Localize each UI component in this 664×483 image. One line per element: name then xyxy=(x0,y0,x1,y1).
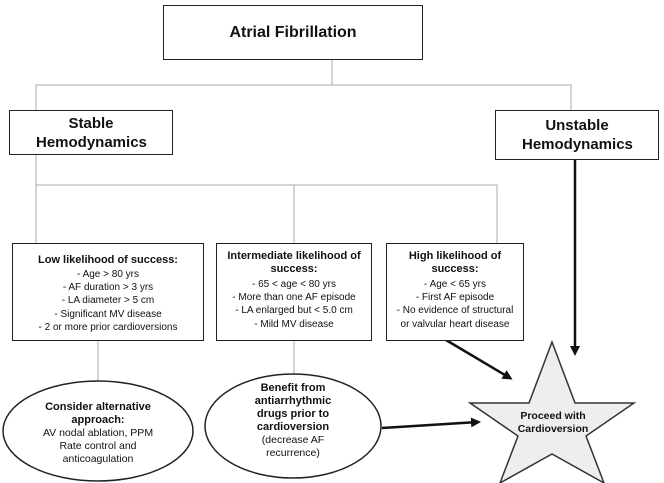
intermediate-criterion: LA enlarged but < 5.0 cm xyxy=(217,304,371,317)
unstable-title: Unstable Hemodynamics xyxy=(522,117,633,153)
high-likelihood-box: High likelihood of success: Age < 65 yrs… xyxy=(386,243,524,341)
high-criterion: No evidence of structural or valvular he… xyxy=(393,304,517,330)
root-title: Atrial Fibrillation xyxy=(229,23,357,41)
proceed-star xyxy=(467,339,637,483)
arrow-high-proceed xyxy=(445,338,513,380)
intermediate-criteria-list: 65 < age < 80 yrs More than one AF episo… xyxy=(217,278,371,331)
intermediate-likelihood-box: Intermediate likelihood of success: 65 <… xyxy=(216,243,372,341)
arrow-benefit-proceed xyxy=(381,417,481,430)
low-criterion: Significant MV disease xyxy=(13,308,203,321)
benefit-note: (decrease AF recurrence) xyxy=(261,434,325,459)
proceed-title: Proceed with Cardioversion xyxy=(517,410,589,435)
benefit-ellipse xyxy=(204,373,382,479)
low-criteria-list: Age > 80 yrs AF duration > 3 yrs LA diam… xyxy=(13,268,203,334)
high-criterion: Age < 65 yrs xyxy=(393,278,517,291)
connector-root-branch xyxy=(35,60,333,110)
stable-box: Stable Hemodynamics xyxy=(9,110,173,155)
high-criterion: First AF episode xyxy=(393,291,517,304)
high-criteria-list: Age < 65 yrs First AF episode No evidenc… xyxy=(387,278,523,331)
benefit-title: Benefit from antiarrhythmic drugs prior … xyxy=(254,382,332,433)
alternative-ellipse xyxy=(2,380,194,482)
root-box: Atrial Fibrillation xyxy=(163,5,423,60)
alternative-body: AV nodal ablation, PPM Rate control and … xyxy=(42,427,154,465)
high-title: High likelihood of success: xyxy=(408,250,502,275)
intermediate-criterion: Mild MV disease xyxy=(217,318,371,331)
connector-root-unstable xyxy=(332,84,572,110)
low-criterion: Age > 80 yrs xyxy=(13,268,203,281)
intermediate-criterion: More than one AF episode xyxy=(217,291,371,304)
connector-stable-branch xyxy=(35,155,498,243)
intermediate-title: Intermediate likelihood of success: xyxy=(227,250,361,275)
low-likelihood-box: Low likelihood of success: Age > 80 yrs … xyxy=(12,243,204,341)
stable-title: Stable Hemodynamics xyxy=(36,114,147,151)
low-title: Low likelihood of success: xyxy=(38,254,178,266)
low-criterion: 2 or more prior cardioversions xyxy=(13,321,203,334)
intermediate-criterion: 65 < age < 80 yrs xyxy=(217,278,371,291)
alternative-approach: Consider alternative approach: AV nodal … xyxy=(18,401,178,466)
alternative-title: Consider alternative approach: xyxy=(45,401,151,426)
proceed-cardioversion: Proceed with Cardioversion xyxy=(503,410,603,436)
low-criterion: AF duration > 3 yrs xyxy=(13,281,203,294)
low-criterion: LA diameter > 5 cm xyxy=(13,294,203,307)
benefit-antiarrhythmic: Benefit from antiarrhythmic drugs prior … xyxy=(228,382,358,460)
unstable-box: Unstable Hemodynamics xyxy=(495,110,659,160)
